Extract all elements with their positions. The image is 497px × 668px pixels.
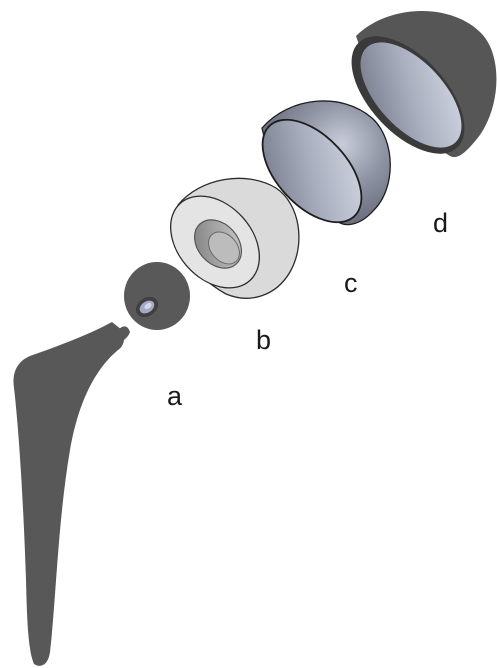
- part-label-b: b: [256, 325, 272, 355]
- acetabular-cup-d: [351, 10, 497, 158]
- femoral-head-a: [124, 262, 190, 330]
- part-label-a: a: [167, 381, 183, 411]
- part-label-d: d: [433, 208, 449, 238]
- liner-b: [170, 177, 300, 299]
- shell-c: [261, 100, 391, 226]
- part-label-c: c: [344, 268, 358, 298]
- femoral-stem: [13, 322, 130, 666]
